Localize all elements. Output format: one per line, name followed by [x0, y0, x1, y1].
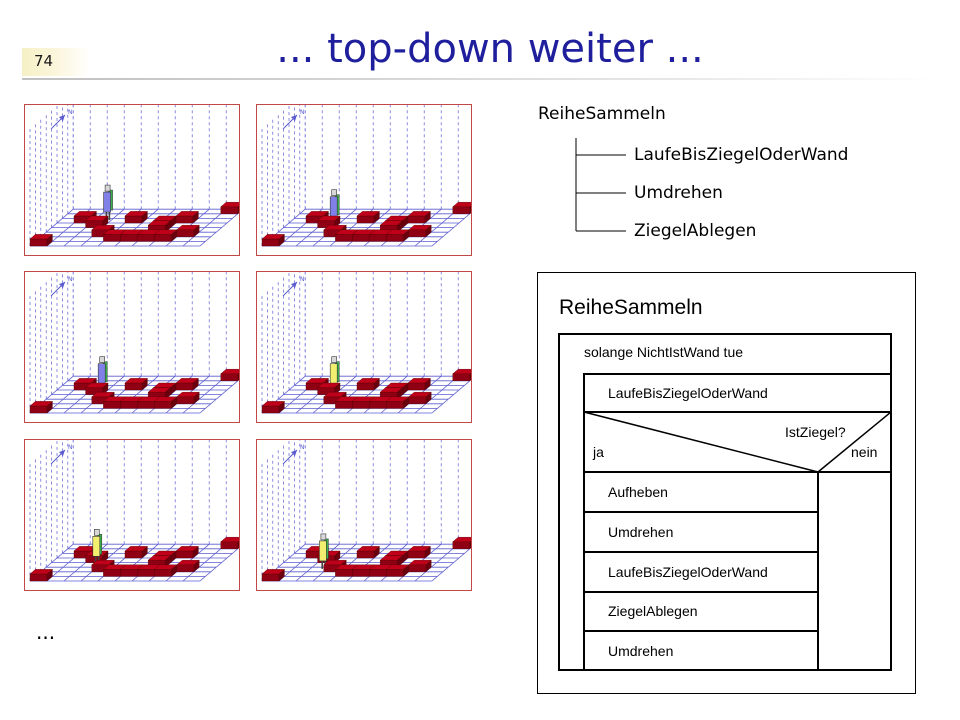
- world-panel-4: N: [256, 271, 472, 423]
- branch-step-4: ZiegelAblegen: [608, 603, 698, 619]
- title-rule: [22, 78, 938, 80]
- tree-child-3: ZiegelAblegen: [634, 221, 757, 241]
- slide-title: ... top-down weiter ...: [276, 26, 704, 72]
- world-panel-2: N: [256, 104, 472, 256]
- tree-root-label: ReiheSammeln: [538, 104, 666, 124]
- world-panel-1: N: [24, 104, 240, 256]
- branch-step-3: LaufeBisZiegelOderWand: [608, 564, 768, 580]
- svg-text:N: N: [300, 109, 305, 116]
- structogram-title: ReiheSammeln: [559, 296, 703, 319]
- svg-text:N: N: [300, 276, 305, 283]
- svg-text:N: N: [68, 109, 73, 116]
- tree-child-2: Umdrehen: [634, 183, 723, 203]
- tree-connector: [575, 138, 626, 232]
- branch-step-5: Umdrehen: [608, 643, 674, 659]
- structogram-frame: [537, 272, 916, 694]
- yes-label: ja: [593, 444, 604, 460]
- tree-child-1: LaufeBisZiegelOderWand: [634, 145, 849, 165]
- condition-label: IstZiegel?: [785, 424, 846, 440]
- branch-step-1: Aufheben: [608, 484, 668, 500]
- branch-step-2: Umdrehen: [608, 524, 674, 540]
- loop-label: solange NichtIstWand tue: [584, 344, 744, 360]
- no-label: nein: [851, 444, 878, 460]
- first-step-label: LaufeBisZiegelOderWand: [608, 385, 768, 401]
- page-number: 74: [22, 48, 90, 76]
- svg-text:N: N: [300, 444, 305, 451]
- svg-text:N: N: [68, 276, 73, 283]
- svg-text:N: N: [68, 444, 73, 451]
- world-panel-5: N: [24, 439, 240, 591]
- world-panel-6: N: [256, 439, 472, 591]
- world-panel-3: N: [24, 271, 240, 423]
- more-ellipsis: ...: [36, 620, 56, 644]
